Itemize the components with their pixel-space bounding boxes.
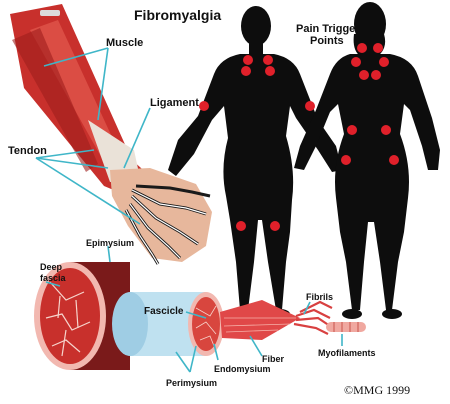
- tendon-sheath: [88, 120, 140, 182]
- muscle-label: Muscle: [106, 37, 143, 49]
- trigger-point: [305, 101, 315, 111]
- trigger-point: [341, 155, 351, 165]
- front-body-silhouette: [168, 6, 342, 319]
- fascicle-tube-end: [112, 292, 148, 356]
- fascicle-partitions: [45, 281, 91, 357]
- perimysium-label: Perimysium: [166, 378, 217, 388]
- trigger-point: [347, 125, 357, 135]
- muscle-cross-section: [34, 262, 366, 370]
- trigger-point: [265, 66, 275, 76]
- fascicle-section: [192, 297, 220, 351]
- copyright-text: ©MMG 1999: [344, 383, 410, 397]
- epimysium-label: Epimysium: [86, 238, 134, 248]
- tendon-label: Tendon: [8, 145, 47, 157]
- ligament-label: Ligament: [150, 97, 199, 109]
- fascicle-label: Fascicle: [144, 306, 184, 317]
- trigger-point: [357, 43, 367, 53]
- trigger-point: [243, 55, 253, 65]
- trigger-point: [371, 70, 381, 80]
- forearm-muscle-shadow: [12, 28, 98, 172]
- trigger-point: [263, 55, 273, 65]
- front-trigger-points: [199, 55, 315, 231]
- arm-pointers: [35, 47, 151, 225]
- trigger-point: [199, 101, 209, 111]
- deep-fascia-label-line1: Deep: [40, 262, 63, 272]
- elbow-bone: [40, 10, 60, 16]
- trigger-point: [381, 125, 391, 135]
- myofilaments-strand: [326, 322, 366, 332]
- myofilaments-label: Myofilaments: [318, 348, 376, 358]
- trigger-point: [359, 70, 369, 80]
- fiber-label: Fiber: [262, 354, 285, 364]
- fibrils-label: Fibrils: [306, 292, 333, 302]
- arm-illustration: [10, 4, 212, 265]
- trigger-point: [373, 43, 383, 53]
- fiber-bundle: [220, 300, 300, 340]
- pain-trigger-points-label-line1: Pain Trigger: [296, 23, 360, 35]
- trigger-point: [351, 57, 361, 67]
- cross-section-pointers: [45, 245, 343, 373]
- endomysium-label: Endomysium: [214, 364, 271, 374]
- trigger-point: [241, 66, 251, 76]
- hand-tendons: [125, 189, 207, 265]
- back-trigger-points: [341, 43, 399, 165]
- trigger-point: [379, 57, 389, 67]
- trigger-point: [389, 155, 399, 165]
- pain-trigger-points-label-line2: Points: [310, 35, 344, 47]
- epimysium-section: [40, 268, 100, 364]
- back-body-silhouette: [294, 2, 440, 319]
- trigger-point: [236, 221, 246, 231]
- deep-fascia-label-line2: fascia: [40, 273, 67, 283]
- trigger-point: [270, 221, 280, 231]
- diagram-title: Fibromyalgia: [134, 7, 221, 23]
- fascicle-tube: [130, 292, 206, 356]
